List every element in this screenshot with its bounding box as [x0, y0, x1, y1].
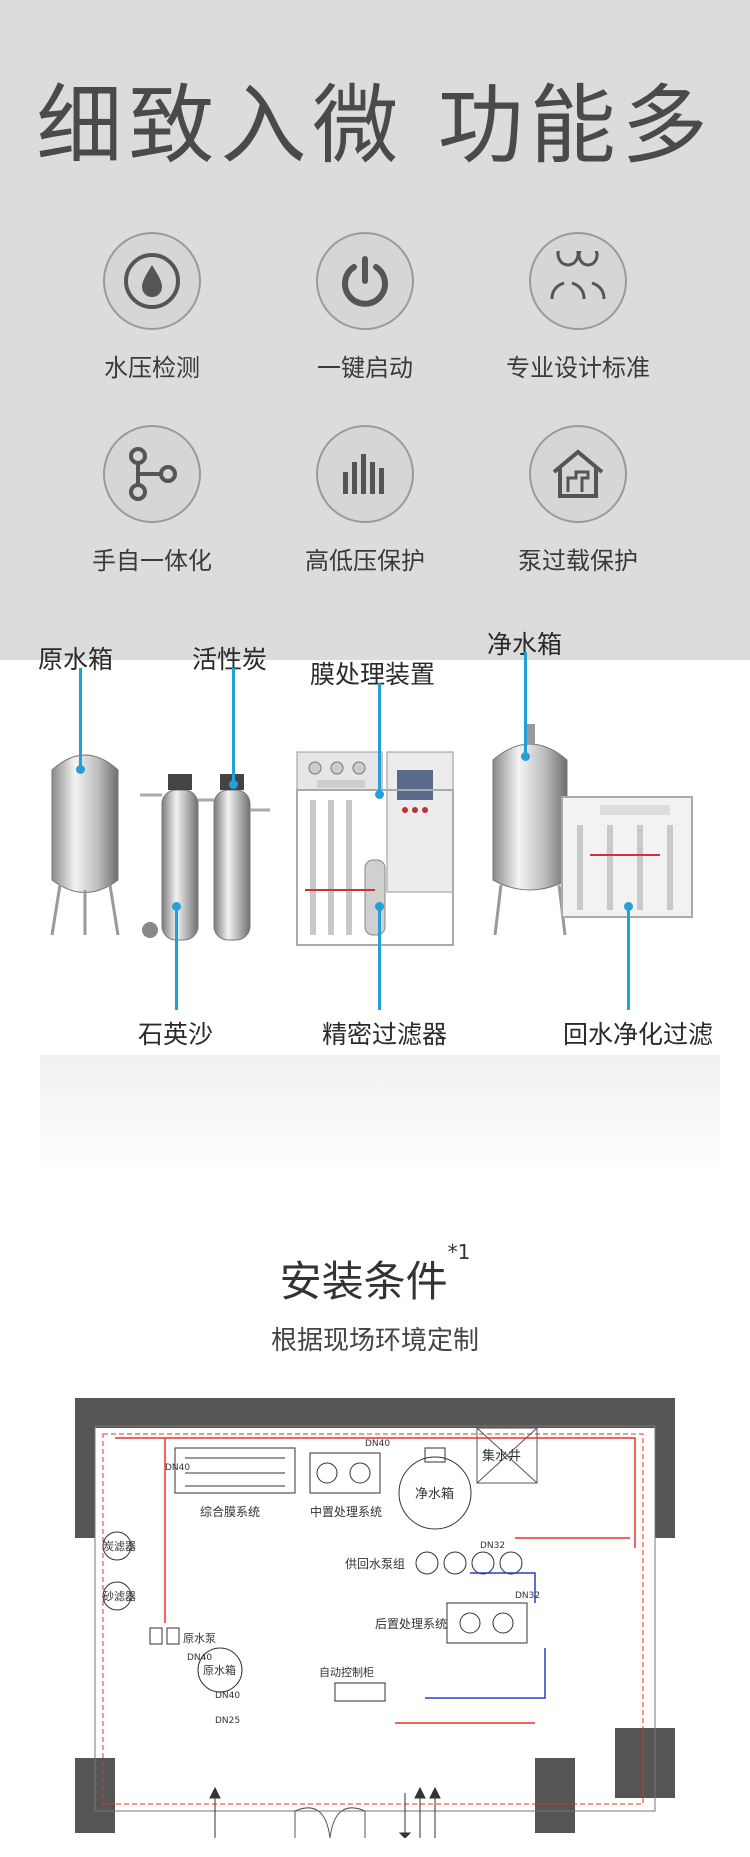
raw-water-tank [50, 754, 120, 936]
plan-raw-tank: 原水箱 [203, 1663, 236, 1677]
power-icon [316, 232, 414, 330]
feature-label: 手自一体化 [92, 547, 212, 575]
install-footnote-mark: *1 [447, 1240, 471, 1264]
pointer-dot [521, 752, 530, 761]
feature-label: 专业设计标准 [506, 354, 650, 382]
features-section: 细致入微 功能多 水压检测 一键启动 专业设计标准 手自一体化 高低压保护 [0, 0, 750, 660]
bars-icon [316, 425, 414, 523]
feature-water-pressure: 水压检测 [52, 232, 252, 383]
plan-sand-filter: 砂滤器 [103, 1590, 136, 1603]
pointer-line [378, 905, 381, 1010]
feature-pro-design: 专业设计标准 [478, 232, 678, 383]
plan-dn-tag: DN25 [215, 1716, 240, 1726]
label-raw-tank: 原水箱 [38, 645, 114, 674]
plan-clean-tank: 净水箱 [415, 1486, 454, 1502]
return-filter-rack [561, 796, 693, 918]
feature-label: 水压检测 [104, 354, 200, 382]
feature-one-key-start: 一键启动 [265, 232, 465, 383]
headline: 细致入微 功能多 [36, 76, 714, 176]
plan-dn-tag: DN32 [515, 1591, 540, 1601]
pointer-dot [229, 780, 238, 789]
feature-manual-auto: 手自一体化 [52, 425, 252, 576]
plan-sump: 集水井 [482, 1448, 521, 1464]
label-precision-filter: 精密过滤器 [322, 1020, 448, 1049]
plan-pre-treatment: 中置处理系统 [310, 1504, 382, 1519]
plan-dn-tag: DN40 [215, 1691, 240, 1701]
plan-dn-tag: DN40 [165, 1463, 190, 1473]
install-title-text: 安装条件 [279, 1257, 448, 1306]
plan-post-treatment: 后置处理系统 [375, 1617, 447, 1631]
plan-combined-membrane: 综合膜系统 [200, 1504, 260, 1519]
plan-dn-tag: DN40 [365, 1439, 390, 1449]
plan-control-cabinet: 自动控制柜 [319, 1665, 374, 1679]
floor-reflection [40, 1055, 720, 1175]
pointer-dot [375, 790, 384, 799]
house-pump-icon [529, 425, 627, 523]
pointer-line [378, 683, 381, 793]
label-return-filter: 回水净化过滤 [563, 1020, 714, 1049]
label-carbon: 活性炭 [192, 645, 268, 674]
membrane-unit [296, 751, 454, 946]
pointer-line [232, 668, 235, 783]
pointer-dot [624, 902, 633, 911]
pointer-line [627, 905, 630, 1010]
floor-plan: 综合膜系统 中置处理系统 净水箱 集水井 供回水泵组 后置处理系统 自动控制柜 … [75, 1398, 675, 1838]
people-icon [529, 232, 627, 330]
label-quartz: 石英沙 [138, 1020, 214, 1049]
plan-supply-pump: 供回水泵组 [345, 1557, 405, 1571]
feature-label: 泵过载保护 [518, 547, 638, 575]
pointer-dot [375, 902, 384, 911]
plan-dn-tag: DN40 [187, 1653, 212, 1663]
equipment-diagram: 原水箱 活性炭 膜处理装置 净水箱 石英沙 精密过滤器 回水净化过滤 [0, 630, 750, 1240]
feature-pump-overload: 泵过载保护 [478, 425, 678, 576]
pointer-line [79, 668, 82, 768]
pointer-dot [172, 902, 181, 911]
pointer-dot [76, 765, 85, 774]
install-title: 安装条件*1 [0, 1240, 750, 1309]
feature-label: 高低压保护 [305, 547, 425, 575]
plan-dn-tag: DN32 [480, 1541, 505, 1551]
pointer-line [175, 905, 178, 1010]
plan-carbon-filter: 炭滤器 [103, 1540, 136, 1553]
share-branch-icon [103, 425, 201, 523]
feature-label: 一键启动 [317, 354, 413, 382]
label-membrane: 膜处理装置 [310, 660, 436, 689]
install-subtitle: 根据现场环境定制 [270, 1326, 479, 1356]
feature-hi-lo-pressure: 高低压保护 [265, 425, 465, 576]
water-drop-icon [103, 232, 201, 330]
pointer-line [524, 652, 527, 755]
filter-columns [140, 774, 270, 941]
plan-raw-pump: 原水泵 [183, 1632, 216, 1645]
